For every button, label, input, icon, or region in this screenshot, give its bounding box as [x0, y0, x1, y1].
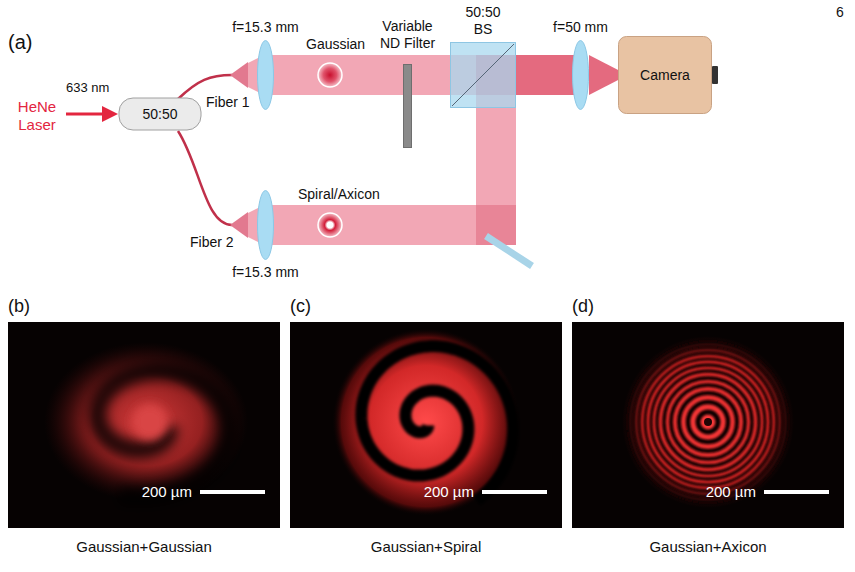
- scale-bar: [764, 490, 829, 494]
- dark-ring: [671, 385, 745, 459]
- nd-filter-shape: [403, 64, 412, 148]
- lens-outline: [258, 41, 274, 110]
- node-label: Gaussian+Gaussian: [76, 538, 212, 556]
- nd-filter: Variable ND Filter: [403, 64, 412, 148]
- node-label: f=15.3 mm: [232, 264, 299, 281]
- image-panel: (b)200 µmGaussian+Gaussian: [8, 322, 280, 528]
- lower-beam: [248, 205, 516, 245]
- source-label: HeNe Laser: [12, 98, 62, 134]
- scale-bar: [200, 490, 265, 494]
- scale-label: 200 µm: [706, 483, 756, 501]
- gaussian-spot: [318, 63, 342, 87]
- dark-ring: [633, 347, 783, 497]
- fiber-tip: [230, 62, 248, 88]
- node-label: Camera: [640, 67, 690, 84]
- lens: f=50 mm: [572, 40, 589, 110]
- dark-fringe: [97, 371, 229, 497]
- dark-ring: [639, 353, 777, 491]
- fiber-2: [178, 131, 232, 225]
- cube-outline: [451, 43, 516, 108]
- dark-ring: [664, 378, 752, 466]
- bright-core: [132, 404, 168, 440]
- vertical-beam: [476, 95, 516, 205]
- lens-shape: [257, 40, 274, 110]
- node-label: Gaussian+Axicon: [649, 538, 766, 556]
- lens-shape: [572, 40, 589, 110]
- laser-beam-arrow: [66, 113, 104, 116]
- camera-image-ground: [572, 322, 844, 528]
- camera: Camera: [618, 36, 712, 114]
- beam-splitter: 50:50 BS: [450, 42, 516, 108]
- dark-ring: [679, 393, 737, 451]
- dark-ring: [657, 371, 759, 473]
- scale-bar: [482, 490, 547, 494]
- camera-body: [619, 37, 712, 114]
- panel-letter: (d): [572, 296, 594, 318]
- node-label: Gaussian+Spiral: [371, 538, 481, 556]
- camera-button: [712, 66, 718, 84]
- panel-letter: (b): [8, 296, 30, 318]
- mirror: [486, 236, 532, 266]
- beam-label: Gaussian: [306, 36, 365, 53]
- upper-beam: [248, 55, 580, 95]
- dark-ring: [698, 412, 718, 432]
- lens-outline: [258, 191, 274, 260]
- dark-ring: [688, 402, 728, 442]
- spiral-spot: [318, 213, 342, 237]
- focused-beam: [589, 55, 622, 95]
- dark-fringe: [361, 346, 513, 501]
- lens-outline: [573, 41, 589, 110]
- coupler-outline: [119, 98, 201, 130]
- panel-letter: (c): [290, 296, 311, 318]
- wavelength-label: 633 nm: [66, 80, 109, 96]
- panel-letter: (a): [8, 30, 32, 54]
- scale-label: 200 µm: [424, 483, 474, 501]
- node-label: f=15.3 mm: [232, 19, 299, 36]
- fiber-label: Fiber 1: [206, 94, 250, 111]
- splitter-surface: [452, 44, 514, 106]
- fiber-label: Fiber 2: [190, 234, 234, 251]
- lens: f=15.3 mm: [257, 40, 274, 110]
- node-label: Variable ND Filter: [376, 18, 440, 52]
- center-dot: [704, 418, 712, 426]
- laser-arrowhead: [102, 106, 118, 122]
- filter-outline: [404, 65, 412, 148]
- interference-pattern: [622, 336, 794, 508]
- dark-ring: [627, 341, 789, 503]
- image-panel: (c)200 µmGaussian+Spiral: [290, 322, 562, 528]
- dark-ring: [645, 359, 771, 485]
- lens-shape: [257, 190, 274, 260]
- node-label: 50:50 BS: [460, 4, 506, 38]
- node-label: f=50 mm: [553, 19, 608, 36]
- beam-label: Spiral/Axicon: [298, 186, 380, 203]
- page-number: 6: [836, 4, 844, 21]
- camera-image-ground: [8, 322, 280, 528]
- beam-splitter-shape: [450, 42, 516, 108]
- image-panel: (d)200 µmGaussian+Axicon: [572, 322, 844, 528]
- fiber-coupler: 50:50: [118, 97, 202, 131]
- interference-pattern: [44, 342, 248, 502]
- lens: f=15.3 mm: [257, 190, 274, 260]
- dark-ring: [651, 365, 765, 479]
- scale-label: 200 µm: [142, 483, 192, 501]
- node-label: 50:50: [142, 106, 177, 123]
- camera-image-ground: [290, 322, 562, 528]
- interference-pattern: [332, 328, 520, 516]
